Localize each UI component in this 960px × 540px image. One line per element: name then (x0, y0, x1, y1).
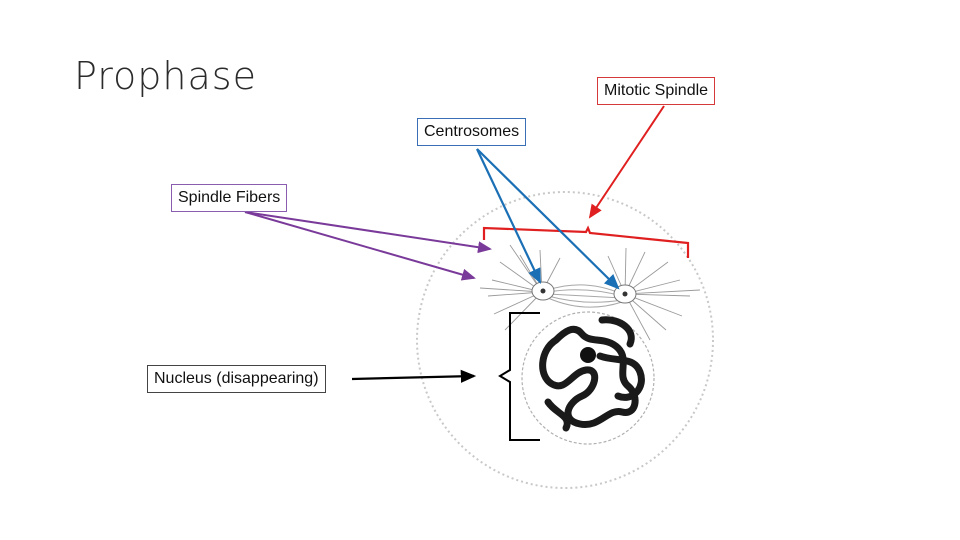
slide-title: Prophase (74, 54, 257, 98)
mitotic-spindle-bracket (482, 225, 690, 258)
chromosomes (539, 316, 645, 432)
nucleolus (580, 347, 596, 363)
arrow-nucleus (351, 369, 477, 383)
arrow-spindle-fibers (244, 211, 492, 281)
nucleus-bracket (498, 312, 540, 441)
arrow-centrosomes (476, 148, 620, 290)
label-spindle-fibers: Spindle Fibers (171, 184, 288, 212)
arrow-mitotic-spindle (588, 105, 665, 219)
spindle-fiber-lines (547, 284, 623, 308)
cell-membrane (416, 191, 714, 489)
nucleus-outline (521, 311, 655, 445)
left-centrosome (531, 281, 555, 301)
label-centrosomes: Centrosomes (417, 118, 527, 146)
label-nucleus: Nucleus (disappearing) (147, 365, 326, 393)
label-mitotic-spindle: Mitotic Spindle (597, 77, 716, 105)
